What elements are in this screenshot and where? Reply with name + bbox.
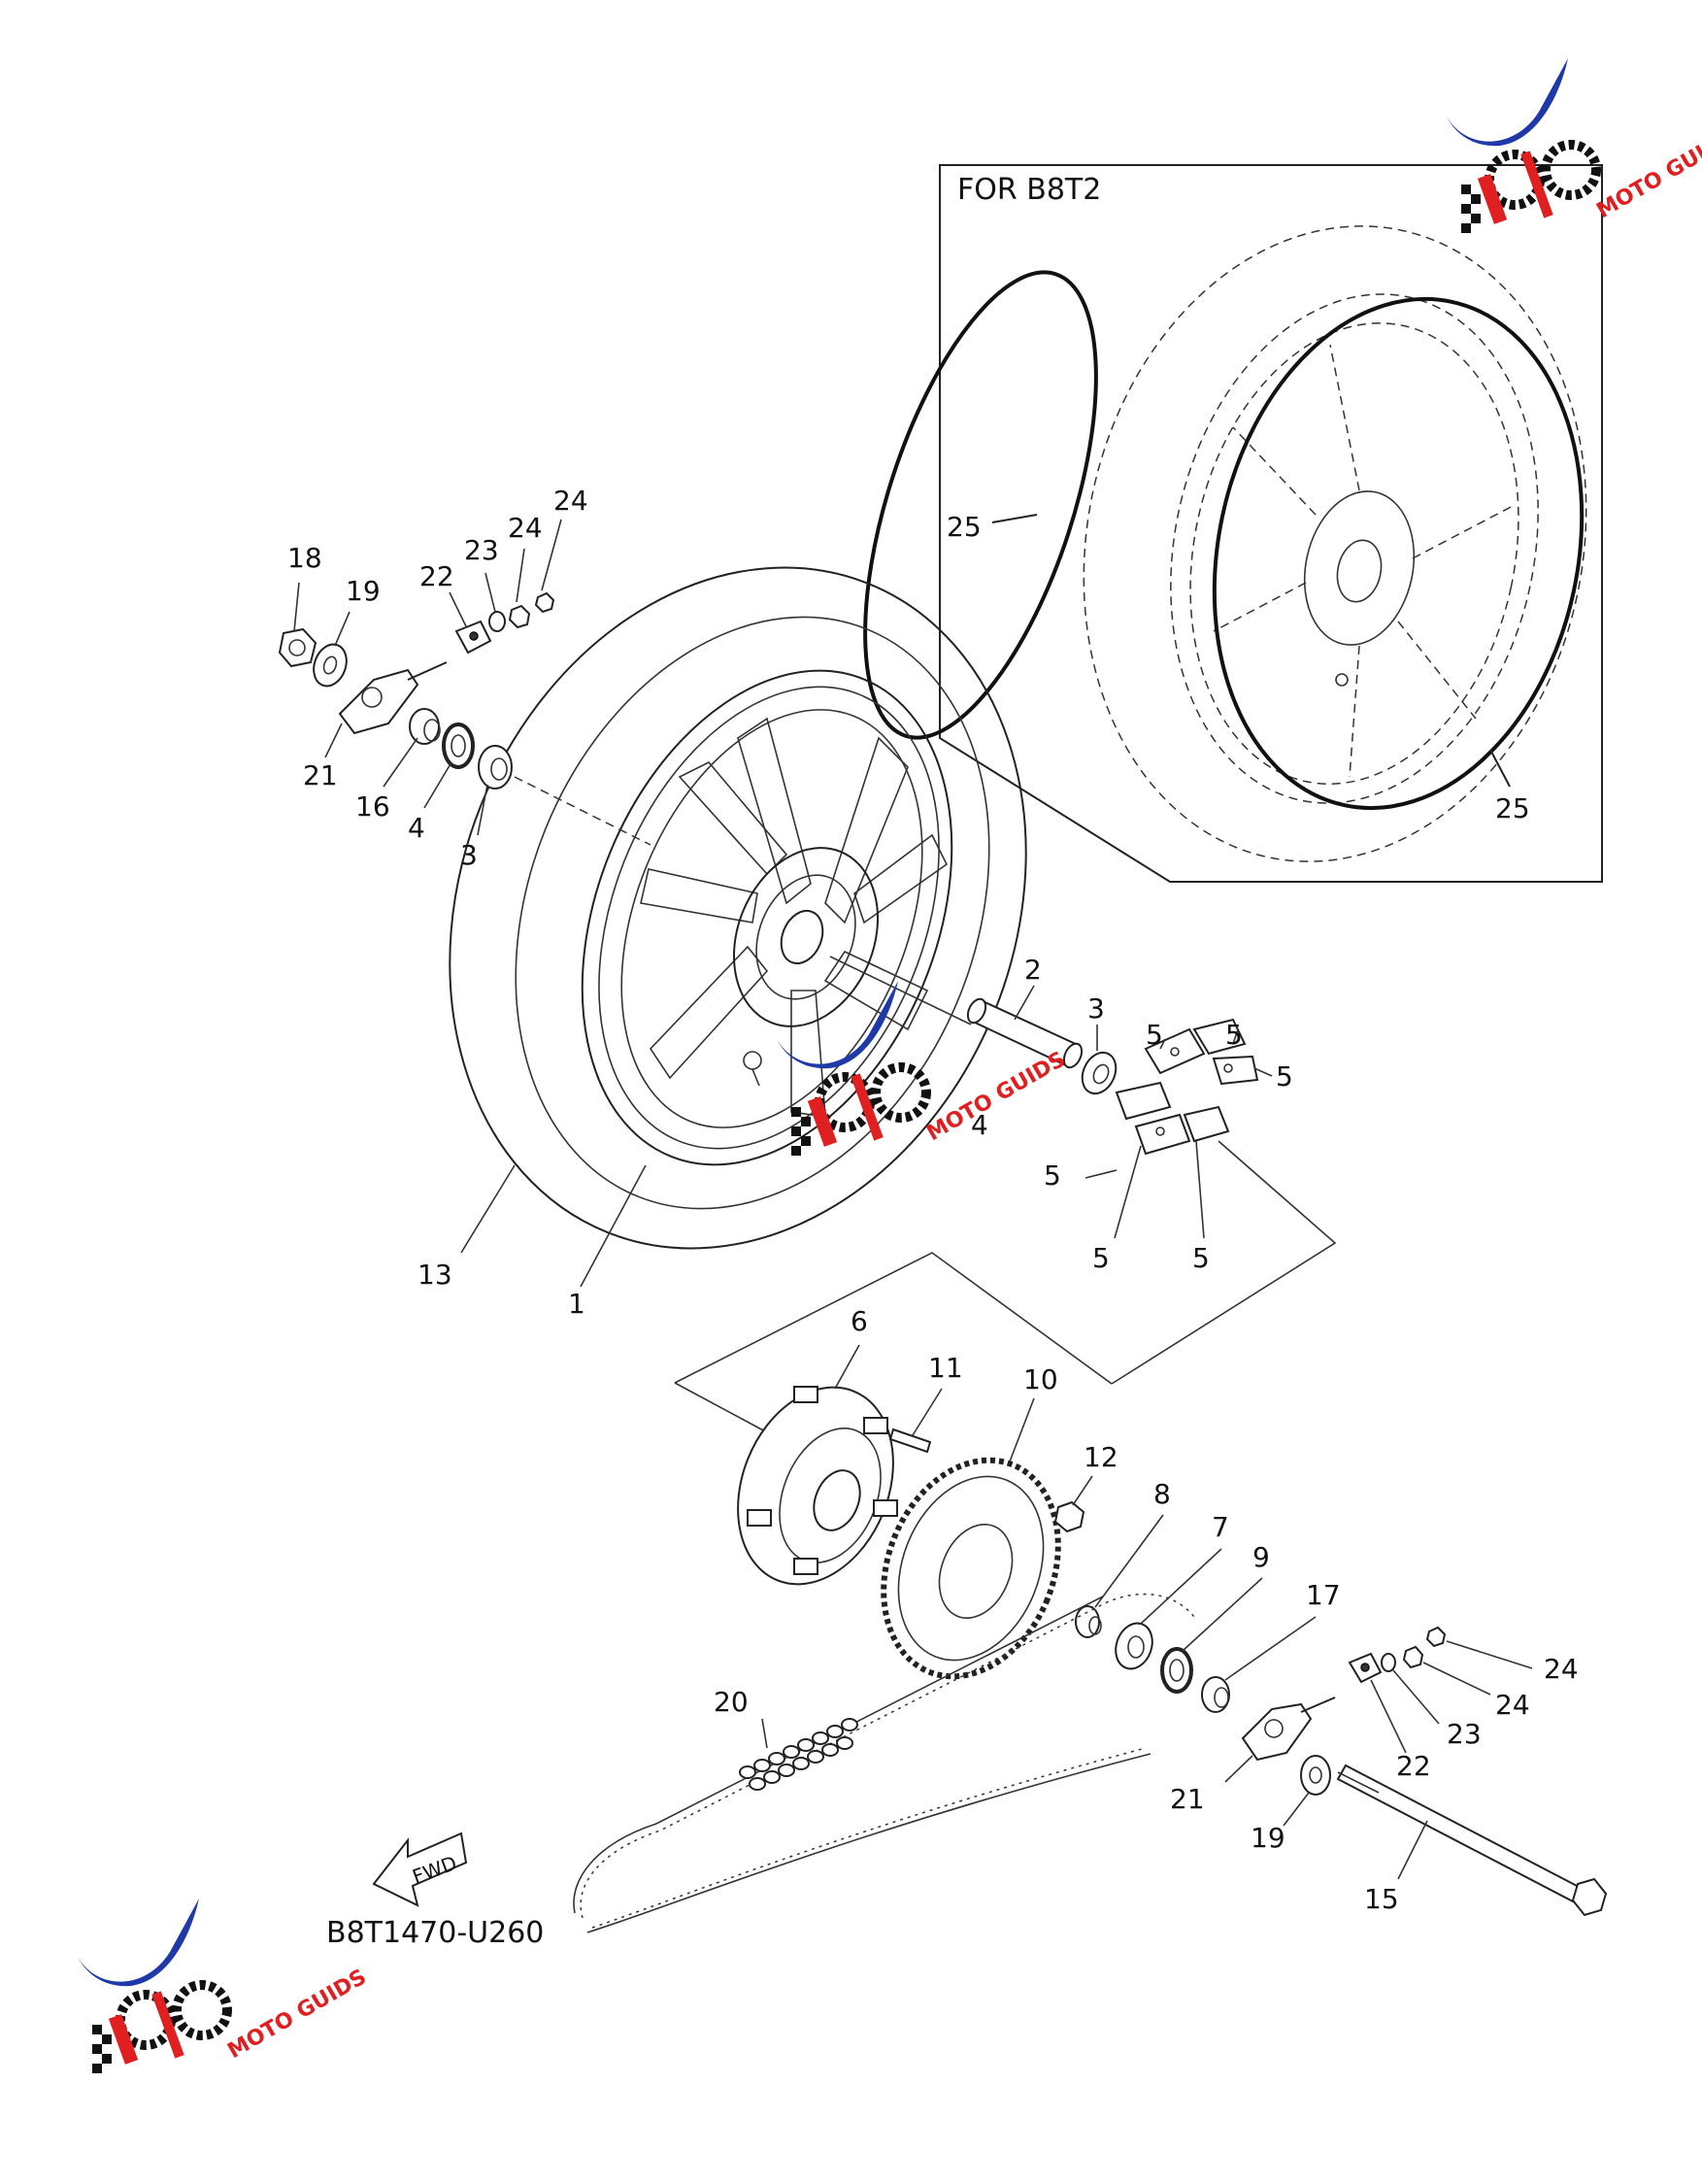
drive-chain-20: [573, 1593, 1195, 1933]
oil-seal-4-left: [442, 722, 475, 769]
callout-19: 19: [346, 575, 381, 607]
callout-15: 15: [1364, 1883, 1399, 1915]
bearing-3-left: [478, 745, 513, 790]
callout-10: 10: [1023, 1363, 1058, 1395]
hub-bracket: [674, 1252, 1113, 1385]
callout-3: 3: [460, 839, 478, 871]
watermark-logo-top: MOTO GUIDS: [1447, 58, 1702, 233]
callout-3: 3: [1087, 992, 1105, 1025]
fwd-arrow: FWD: [372, 1831, 468, 1907]
callout-24: 24: [1544, 1653, 1579, 1685]
callout-24: 24: [1495, 1689, 1530, 1721]
wheel-spokes: [640, 717, 949, 1118]
bearing-7: [1115, 1622, 1153, 1670]
logo-text: MOTO GUIDS: [224, 1965, 371, 2064]
callout-19: 19: [1251, 1822, 1285, 1854]
chain-links-20: [739, 1718, 858, 1791]
callout-6: 6: [851, 1305, 868, 1337]
rear-wheel: [449, 566, 1027, 1250]
callout-5: 5: [1276, 1060, 1293, 1092]
callout-7: 7: [1212, 1511, 1229, 1543]
sprocket-10: [881, 1457, 1061, 1680]
callout-11: 11: [928, 1352, 963, 1384]
leader-lines: [293, 519, 1533, 1880]
washer-23-right: [1381, 1653, 1396, 1672]
hub-dampers-5: [1115, 1018, 1259, 1156]
callout-5: 5: [1192, 1242, 1210, 1274]
washer-19-left: [313, 643, 348, 688]
callout-21: 21: [303, 759, 338, 791]
right-side-parts: [1241, 1626, 1608, 1917]
callout-24: 24: [553, 485, 588, 517]
bearing-3-right: [1081, 1051, 1118, 1095]
nut-18: [278, 627, 317, 668]
nut-12: [1053, 1500, 1085, 1533]
spacer-2: [966, 997, 1084, 1069]
nut-24-right-a: [1402, 1645, 1424, 1669]
callout-23: 23: [464, 534, 499, 566]
callout-20: 20: [714, 1686, 749, 1718]
sprocket-hub-6: [737, 1386, 898, 1586]
callout-5: 5: [1146, 1019, 1163, 1051]
callout-13: 13: [417, 1259, 452, 1291]
nut-24-left-a: [508, 604, 531, 629]
callout-21: 21: [1170, 1783, 1205, 1815]
callout-4: 4: [408, 812, 425, 844]
plate-22-left: [454, 620, 492, 655]
washer-19-right: [1300, 1755, 1331, 1796]
callout-23: 23: [1447, 1718, 1482, 1750]
callouts: 18 19 22 23 24 24 21 16 4 3 25 25 2 3 5 …: [287, 485, 1579, 1915]
inset-wheel: [1083, 225, 1587, 862]
logo-text: MOTO GUIDS: [923, 1047, 1070, 1146]
chain-puller-21-left: [338, 661, 448, 735]
damper-leader: [1111, 1140, 1337, 1385]
axis-left-line: [514, 776, 651, 846]
callout-12: 12: [1084, 1441, 1118, 1473]
stud-11: [888, 1428, 932, 1454]
callout-5: 5: [1225, 1019, 1243, 1051]
callout-25: 25: [1495, 792, 1530, 824]
nut-24-right-b: [1425, 1626, 1447, 1648]
callout-24: 24: [508, 512, 543, 544]
nut-24-left-b: [534, 591, 555, 614]
diagram-code: B8T1470-U260: [326, 1916, 544, 1950]
callout-8: 8: [1153, 1478, 1171, 1510]
callout-1: 1: [568, 1288, 585, 1320]
callout-5: 5: [1092, 1242, 1110, 1274]
callout-17: 17: [1306, 1579, 1341, 1611]
reflective-strip-left: [863, 270, 1098, 740]
axle-15: [1336, 1764, 1608, 1917]
collar-17: [1201, 1676, 1230, 1713]
collar-16: [409, 708, 441, 745]
callout-25: 25: [947, 511, 982, 543]
inset-b8t2: FOR B8T2: [863, 164, 1603, 883]
chain-puller-21-right: [1241, 1702, 1313, 1762]
reflective-strip-right: [1212, 296, 1585, 811]
callout-2: 2: [1024, 954, 1042, 986]
callout-18: 18: [287, 542, 322, 574]
callout-5: 5: [1044, 1159, 1061, 1192]
left-side-parts: [278, 591, 555, 790]
washer-23-left: [488, 611, 506, 632]
inset-title: FOR B8T2: [957, 173, 1101, 207]
callout-4: 4: [971, 1109, 988, 1141]
axis-right-line: [829, 956, 972, 1025]
oil-seal-9: [1160, 1647, 1193, 1694]
logo-text: MOTO GUIDS: [1593, 124, 1702, 223]
callout-22: 22: [419, 560, 454, 592]
collar-8: [1075, 1605, 1102, 1638]
callout-16: 16: [355, 790, 390, 823]
callout-22: 22: [1396, 1750, 1431, 1782]
callout-9: 9: [1252, 1541, 1270, 1573]
